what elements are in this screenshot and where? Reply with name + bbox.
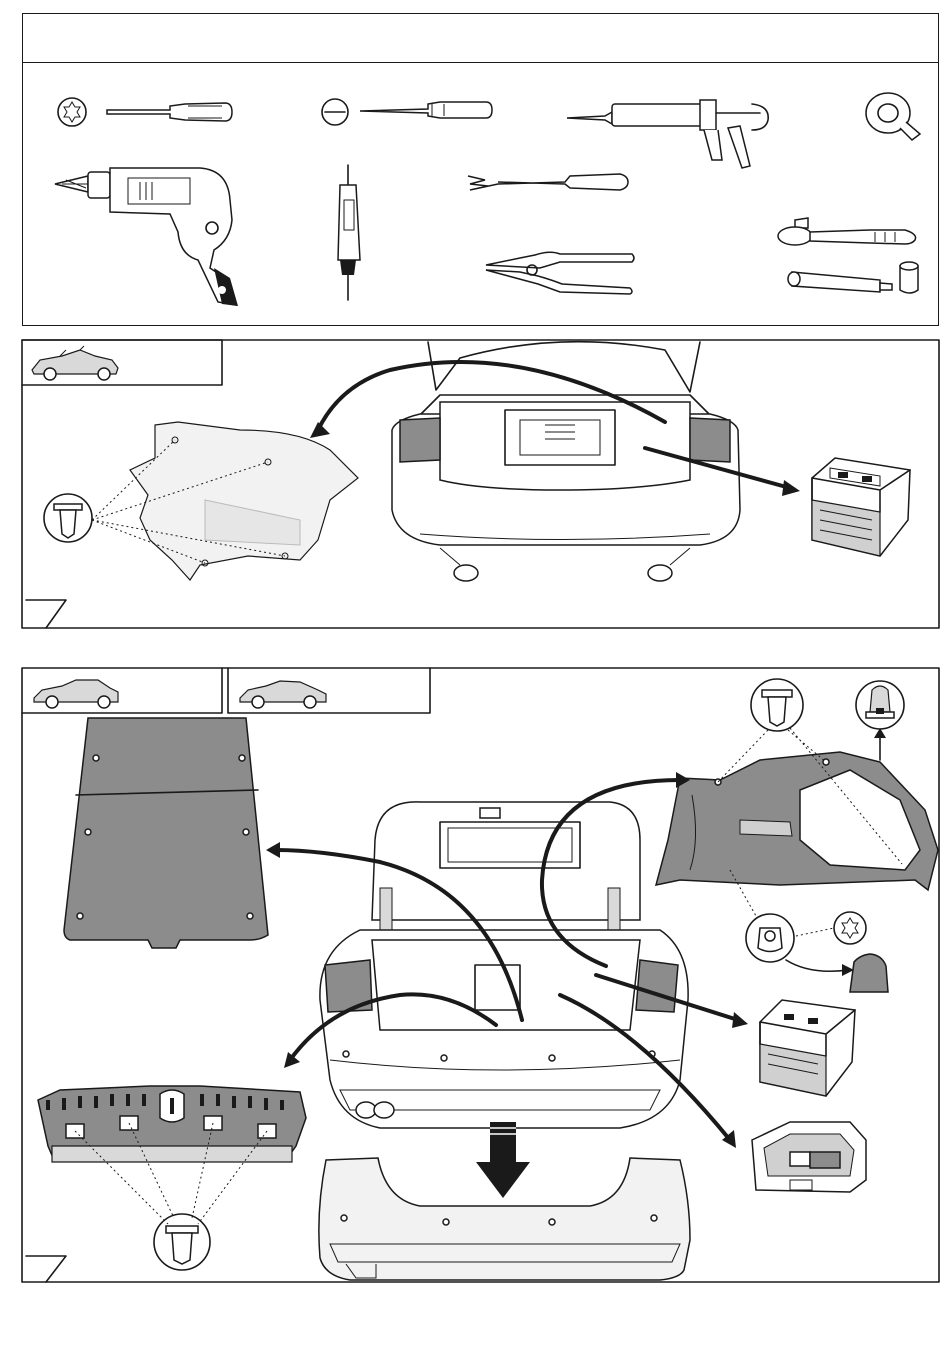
trunk-side-trim-panel-icon bbox=[130, 422, 358, 580]
sedan-icon bbox=[34, 680, 118, 708]
insulating-tape-icon bbox=[866, 93, 920, 140]
socket-extension-icon bbox=[788, 262, 918, 293]
trunk-sill-trim-icon bbox=[38, 1086, 306, 1162]
nut-cover-icon bbox=[850, 954, 888, 992]
push-clip-bottom-icon bbox=[154, 1214, 210, 1270]
down-arrow-icon bbox=[476, 1122, 530, 1198]
fastener-cap-icon bbox=[856, 681, 904, 729]
ratchet-icon bbox=[778, 218, 916, 245]
caulking-gun-icon bbox=[567, 100, 768, 168]
battery-2-icon bbox=[760, 1000, 855, 1096]
trunk-floor-panel-icon bbox=[64, 718, 268, 948]
torx-screw-icon bbox=[746, 912, 866, 962]
push-clip-icon bbox=[44, 494, 92, 542]
trim-removal-tool-icon bbox=[468, 174, 628, 190]
voltage-tester-icon bbox=[338, 165, 360, 300]
torx-screwdriver-icon bbox=[58, 98, 232, 126]
pliers-icon bbox=[486, 252, 634, 294]
spare-wheel-well-tray-icon bbox=[752, 1122, 866, 1192]
trunk-side-trim-icon bbox=[656, 752, 938, 890]
nut-cover-arrow bbox=[786, 960, 848, 971]
push-clip-top-icon bbox=[751, 679, 803, 731]
drill-icon bbox=[55, 168, 238, 306]
convertible-icon bbox=[32, 346, 118, 380]
coupe-icon bbox=[240, 681, 326, 708]
battery-icon bbox=[812, 458, 910, 556]
flat-screwdriver-icon bbox=[322, 99, 492, 125]
